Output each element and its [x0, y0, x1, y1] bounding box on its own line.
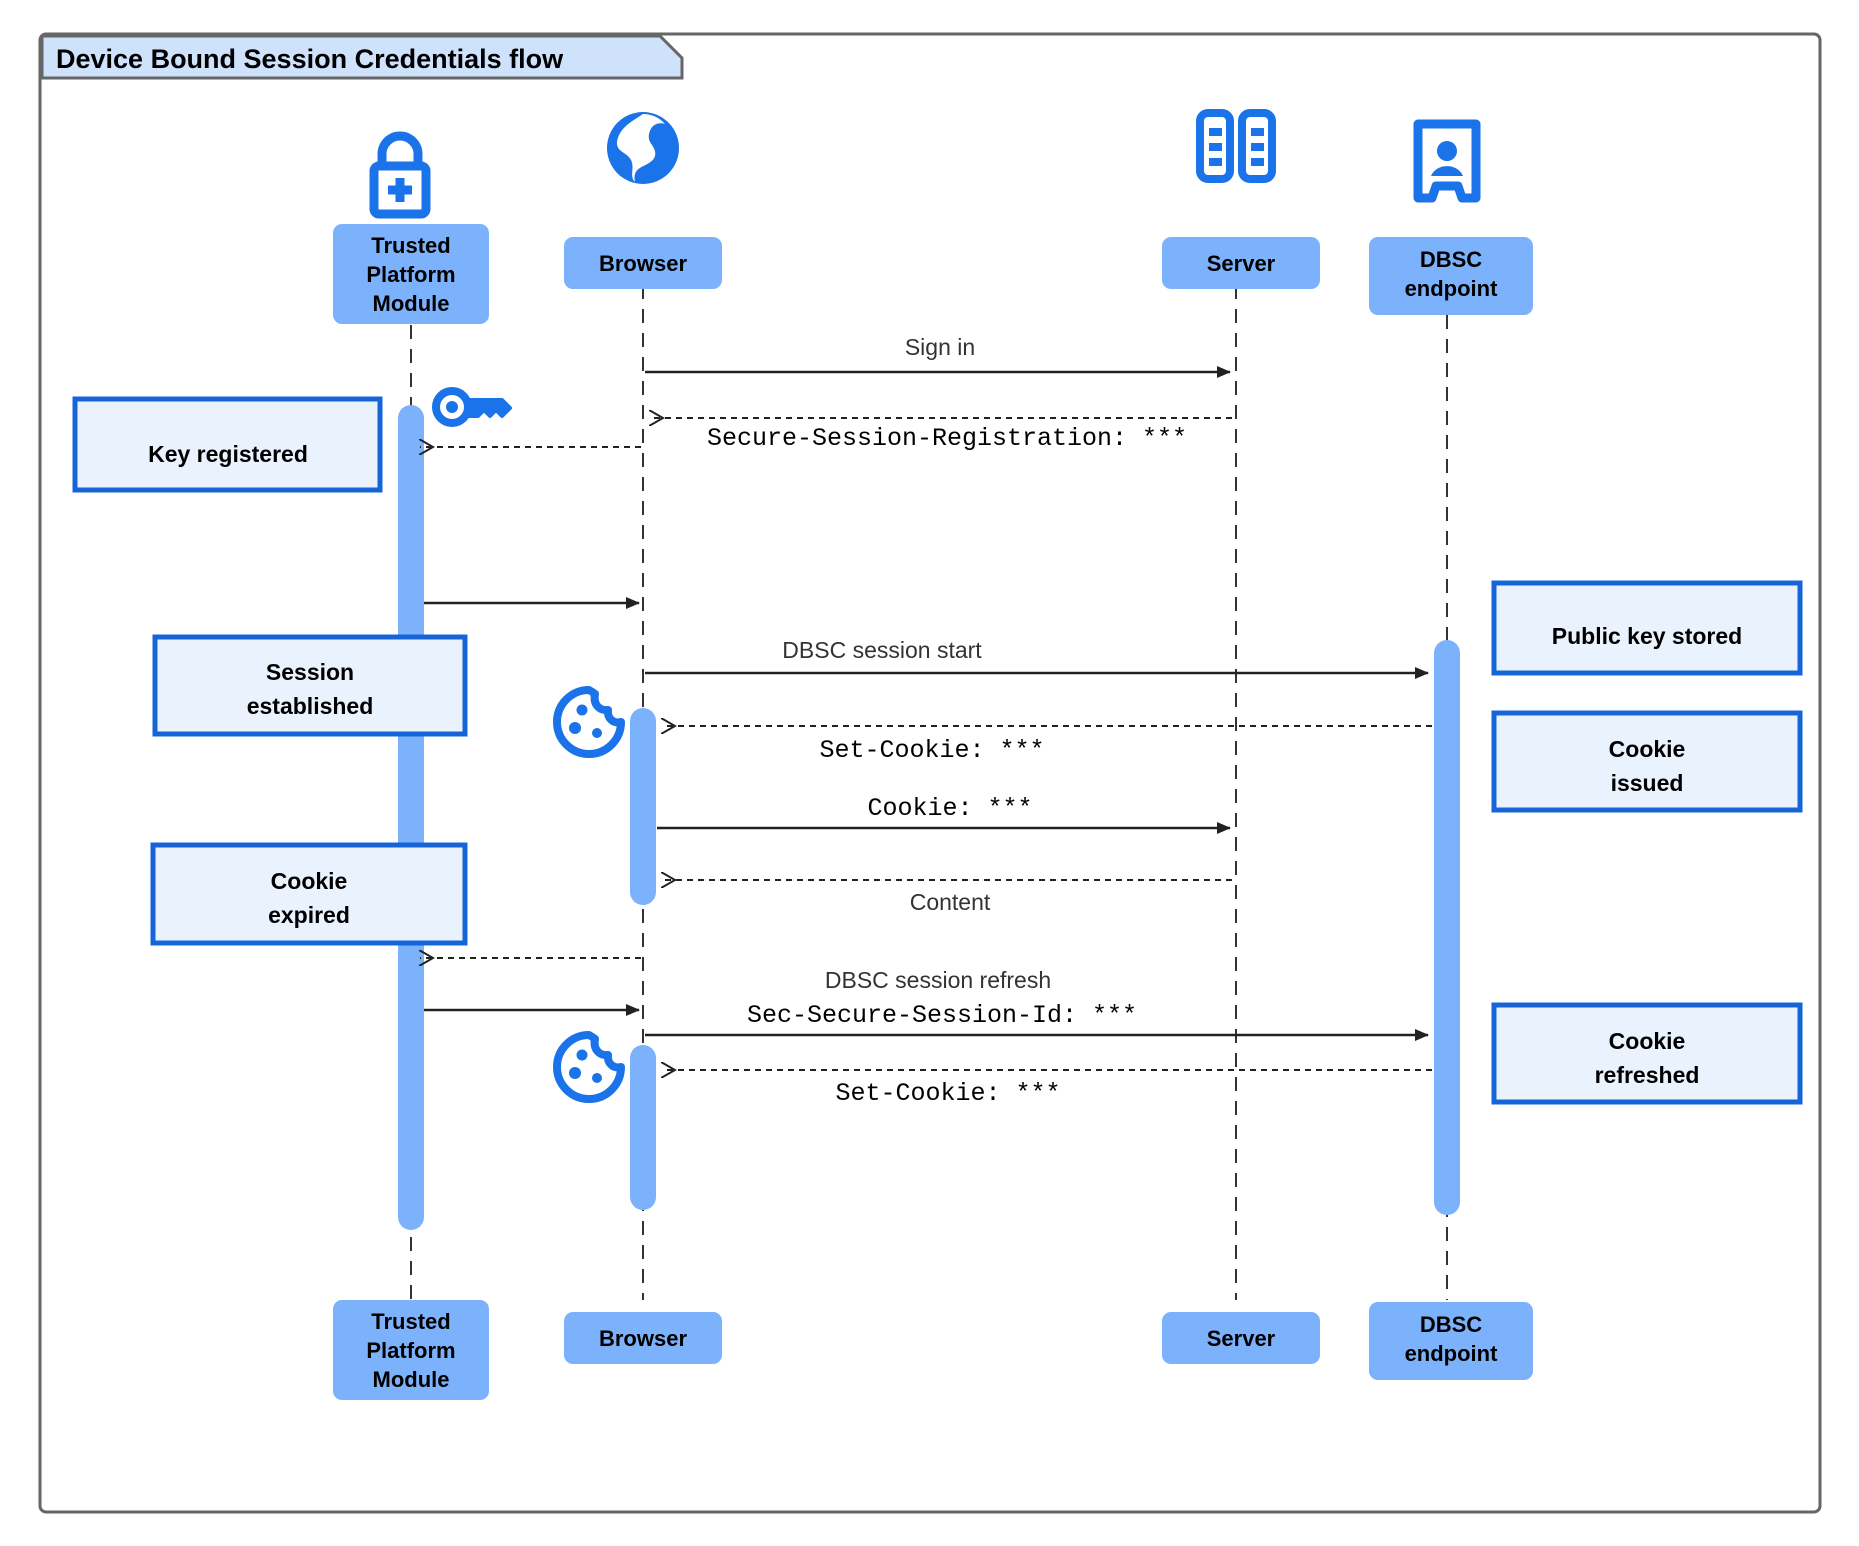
participant-label-tpm-line1: Trusted [371, 233, 450, 258]
note-cookie-issued: Cookie issued [1491, 710, 1803, 813]
message-dbsc-session-refresh: DBSC session refresh Sec-Secure-Session-… [645, 967, 1429, 1041]
participant-box-server-bottom[interactable]: Server [1162, 1312, 1320, 1364]
note-key-registered: Key registered [72, 396, 383, 493]
message-label-content: Content [910, 889, 991, 915]
participant-label-browser: Browser [599, 251, 687, 276]
lock-plus-icon [369, 131, 431, 219]
note-session-established: Session established [152, 634, 468, 737]
participant-label-dbsc-bottom-line2: endpoint [1405, 1341, 1499, 1366]
participant-label-browser-bottom: Browser [599, 1326, 687, 1351]
message-set-cookie-2: Set-Cookie: *** [662, 1070, 1432, 1108]
participant-label-tpm-bottom-line3: Module [373, 1367, 450, 1392]
message-label-dbsc-session-refresh: DBSC session refresh [825, 967, 1051, 993]
activation-bar-dbsc [1434, 640, 1460, 1215]
cookie-icon [553, 1031, 625, 1103]
participant-label-tpm-bottom-line1: Trusted [371, 1309, 450, 1334]
note-cookie-issued-line1: Cookie [1609, 736, 1686, 762]
message-dbsc-session-start: DBSC session start [645, 637, 1429, 679]
participant-label-server-bottom: Server [1207, 1326, 1276, 1351]
participant-box-tpm-top[interactable]: Trusted Platform Module [333, 224, 489, 324]
message-secure-session-registration: Secure-Session-Registration: *** [650, 418, 1232, 453]
participant-label-dbsc-bottom-line1: DBSC [1420, 1312, 1482, 1337]
participant-box-browser-top[interactable]: Browser [564, 237, 722, 289]
message-label-set-cookie-1: Set-Cookie: *** [819, 736, 1044, 765]
note-session-established-line1: Session [266, 659, 354, 685]
key-icon [432, 387, 512, 427]
participant-box-tpm-bottom[interactable]: Trusted Platform Module [333, 1300, 489, 1400]
note-cookie-issued-line2: issued [1611, 770, 1684, 796]
cookie-icon [553, 686, 625, 758]
message-sign-in: Sign in [645, 334, 1231, 378]
frame-title-text: Device Bound Session Credentials flow [56, 44, 564, 74]
message-label-secure-session-registration: Secure-Session-Registration: *** [707, 424, 1187, 453]
message-cookie-request: Cookie: *** [657, 794, 1231, 834]
participant-label-tpm-bottom-line2: Platform [366, 1338, 455, 1363]
participant-box-browser-bottom[interactable]: Browser [564, 1312, 722, 1364]
participant-label-dbsc-line1: DBSC [1420, 247, 1482, 272]
participant-box-dbsc-bottom[interactable]: DBSC endpoint [1369, 1302, 1533, 1380]
activation-bar-browser-1 [630, 708, 656, 905]
note-cookie-refreshed-line2: refreshed [1595, 1062, 1700, 1088]
activation-bar-browser-2 [630, 1045, 656, 1210]
participant-box-dbsc-top[interactable]: DBSC endpoint [1369, 237, 1533, 315]
note-public-key-stored-line1: Public key stored [1552, 623, 1742, 649]
note-cookie-expired-line2: expired [268, 902, 350, 928]
message-label-sec-secure-session-id: Sec-Secure-Session-Id: *** [747, 1001, 1137, 1030]
note-key-registered-line1: Key registered [148, 441, 308, 467]
server-racks-icon [1196, 109, 1276, 183]
message-label-sign-in: Sign in [905, 334, 975, 360]
note-public-key-stored: Public key stored [1491, 580, 1803, 676]
participant-label-dbsc-line2: endpoint [1405, 276, 1499, 301]
note-cookie-expired: Cookie expired [150, 842, 468, 946]
frame-title-tab [40, 34, 684, 80]
id-badge-icon [1413, 119, 1481, 203]
note-cookie-refreshed: Cookie refreshed [1491, 1002, 1803, 1105]
activation-bars [398, 405, 1460, 1230]
activation-bar-tpm [398, 405, 424, 1230]
note-cookie-expired-line1: Cookie [271, 868, 348, 894]
message-label-dbsc-session-start: DBSC session start [782, 637, 982, 663]
message-label-cookie-request: Cookie: *** [867, 794, 1032, 823]
participant-label-tpm-line2: Platform [366, 262, 455, 287]
note-cookie-refreshed-line1: Cookie [1609, 1028, 1686, 1054]
participant-label-server: Server [1207, 251, 1276, 276]
globe-icon [607, 112, 679, 184]
participant-box-server-top[interactable]: Server [1162, 237, 1320, 289]
message-content: Content [662, 880, 1232, 915]
participant-label-tpm-line3: Module [373, 291, 450, 316]
note-session-established-line2: established [247, 693, 374, 719]
message-label-set-cookie-2: Set-Cookie: *** [835, 1079, 1060, 1108]
message-set-cookie-1: Set-Cookie: *** [662, 726, 1432, 765]
